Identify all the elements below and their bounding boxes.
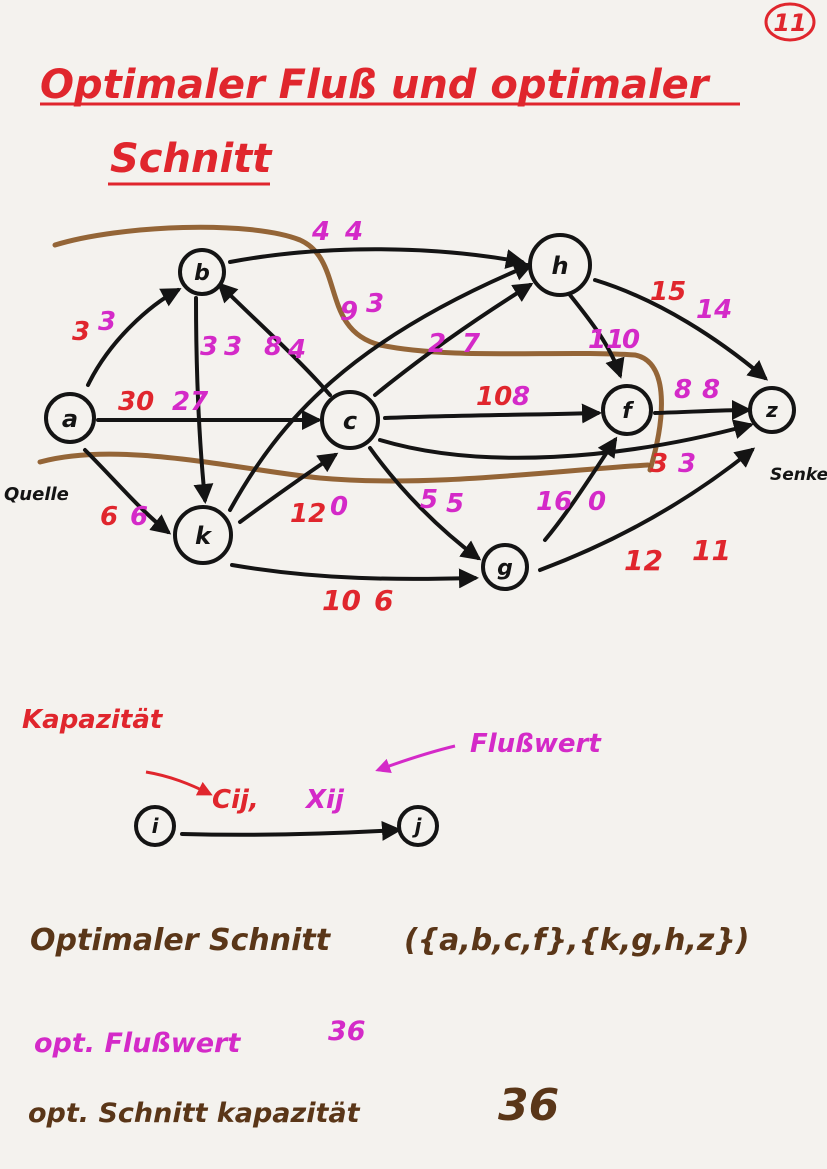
node-b-label: b	[194, 261, 210, 286]
edge-k-g	[230, 563, 479, 589]
flow-b-h: 4	[344, 217, 363, 247]
node-c: c	[320, 390, 380, 450]
flow-c-f: 8	[512, 382, 530, 412]
edge-c-z	[378, 419, 754, 460]
node-a: a	[44, 392, 96, 444]
edge-g-z	[538, 447, 756, 572]
node-h: h	[528, 233, 592, 297]
flow-a-c: 27	[172, 387, 209, 417]
node-z: z	[748, 386, 796, 434]
source-label: Quelle	[4, 484, 69, 505]
edge-k-h	[228, 261, 534, 512]
flow-f-z: 8	[702, 375, 720, 405]
edge-h-z	[593, 278, 769, 381]
edge-b-h	[228, 247, 526, 269]
flow-g-z: 11	[692, 534, 731, 567]
legend-node-i-label: i	[152, 814, 160, 838]
node-h-label: h	[551, 252, 568, 280]
node-c-label: c	[343, 407, 357, 435]
cap-k-h: 9	[340, 297, 358, 327]
flow-c-g: 5	[446, 489, 464, 519]
legend-node-j: j	[397, 805, 439, 847]
opt-cut-capacity-value: 36	[498, 1080, 559, 1131]
cap-g-f: 16	[536, 487, 572, 517]
page-number-text: 11	[773, 9, 806, 37]
flow-k-g: 6	[374, 584, 393, 617]
cap-k-g: 10	[322, 584, 361, 617]
optimal-cut-label: Optimaler Schnitt	[30, 923, 332, 958]
cap-c-z: 3	[650, 449, 668, 479]
title-line-1: Optimaler Fluß und optimaler	[40, 62, 711, 108]
cut-curve-lower	[37, 451, 651, 484]
flow-c-h: 7	[462, 329, 481, 359]
capacity-label: Kapazität	[22, 705, 164, 735]
node-f: f	[601, 384, 653, 436]
legend-node-j-label: j	[412, 814, 423, 838]
edge-g-f	[543, 436, 618, 542]
optimal-cut-value: ({a,b,c,f},{k,g,h,z})	[404, 923, 749, 958]
edge-b-k	[193, 296, 214, 504]
flow-c-b: 4	[287, 335, 306, 365]
cap-c-f: 10	[476, 382, 512, 412]
cap-g-z: 12	[624, 544, 663, 577]
edge-f-z	[653, 400, 752, 421]
flow-g-f: 0	[588, 487, 606, 517]
legend-edge	[180, 820, 402, 841]
graph-edges	[83, 247, 769, 589]
node-k-label: k	[195, 522, 213, 550]
flow-c-z: 3	[678, 449, 696, 479]
legend-node-i: i	[134, 805, 176, 847]
edge-c-g	[368, 446, 482, 561]
opt-cut-capacity-label: opt. Schnitt kapazität	[28, 1098, 361, 1129]
graph-nodes: a b c k h f g z	[44, 233, 796, 591]
flow-a-k: 6	[130, 502, 148, 532]
cap-a-k: 6	[100, 502, 118, 532]
node-k: k	[173, 505, 233, 565]
flow-symbol: Xij	[304, 785, 345, 815]
flow-value-label: Flußwert	[470, 729, 602, 759]
node-b: b	[178, 248, 226, 296]
cap-b-k: 3	[200, 332, 218, 362]
flow-a-b: 3	[98, 307, 116, 337]
opt-flow-value: 36	[328, 1016, 366, 1047]
cap-a-c: 30	[118, 387, 154, 417]
cap-b-h: 4	[311, 217, 330, 247]
node-g-label: g	[497, 556, 513, 581]
edge-c-h	[373, 282, 534, 397]
edge-k-c	[238, 452, 339, 524]
opt-flow-label: opt. Flußwert	[34, 1028, 241, 1059]
capacity-arrow	[145, 770, 213, 796]
edge-c-f	[383, 403, 602, 424]
cap-c-b: 8	[264, 332, 282, 362]
cap-f-z: 8	[674, 375, 692, 405]
cap-h-f: 11	[588, 325, 624, 355]
node-f-label: f	[622, 399, 634, 424]
node-z-label: z	[765, 398, 778, 422]
node-g: g	[481, 543, 529, 591]
cap-h-z: 15	[650, 277, 686, 307]
flow-h-f: 0	[622, 325, 640, 355]
flow-k-c: 0	[330, 492, 348, 522]
edge-labels: 3 3 30 27 6 6 4 4 3 3 8 4 9 3 2 7 12 0 1…	[72, 217, 732, 617]
cap-c-g: 5	[420, 485, 438, 515]
edge-h-f	[568, 293, 625, 379]
edge-c-b	[217, 282, 332, 397]
flow-k-h: 3	[366, 289, 384, 319]
cap-c-h: 2	[428, 329, 446, 359]
page-number: 11	[764, 2, 816, 42]
flow-b-k: 3	[224, 332, 242, 362]
title-line-2: Schnitt	[110, 136, 273, 182]
edge-a-b	[86, 288, 182, 387]
flow-h-z: 14	[696, 295, 732, 325]
flow-value-arrow	[375, 744, 456, 773]
edge-a-k	[83, 448, 172, 535]
node-a-label: a	[62, 405, 78, 433]
cap-symbol: Cij,	[212, 785, 259, 815]
cap-a-b: 3	[72, 317, 90, 347]
sink-label: Senke	[770, 465, 827, 485]
cap-k-c: 12	[290, 499, 326, 529]
